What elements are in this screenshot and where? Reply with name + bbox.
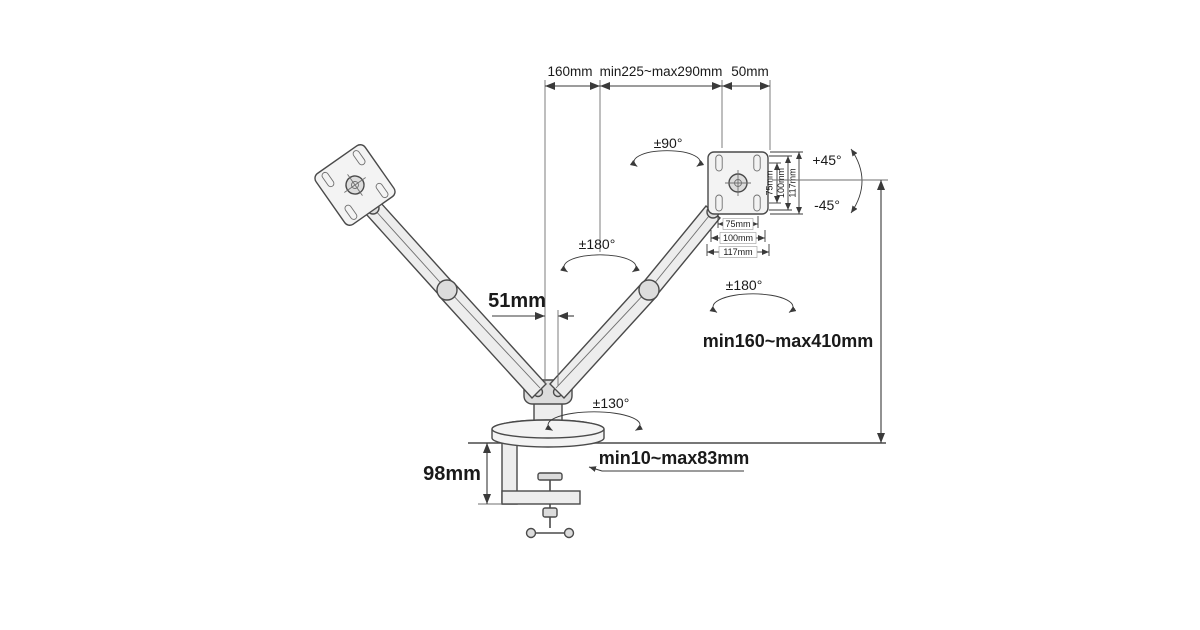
clamp-range-annotation: min10~max83mm — [588, 448, 750, 472]
left-plate-cross-v — [347, 174, 363, 196]
vesa-vertical-dimensions: 75mm 100mm 117mm — [765, 151, 803, 215]
angle-180-right-arc — [709, 293, 797, 313]
right-lower-segment — [549, 281, 657, 400]
top-dimensions: 160mm min225~max290mm 50mm — [544, 64, 771, 384]
right-arm — [549, 197, 727, 400]
left-arm — [356, 188, 547, 400]
right-plate-slot-br — [753, 194, 761, 212]
vesa-plate-left — [314, 144, 396, 226]
clamp-screw-collar — [542, 507, 558, 518]
dim-50-label: 50mm — [731, 64, 769, 79]
pole-offset-dimension: 51mm — [488, 290, 574, 386]
base-disc-top — [491, 419, 605, 439]
angle-90-label: ±90° — [654, 135, 683, 151]
clamp-range-label: min10~max83mm — [599, 448, 750, 468]
base-pole — [491, 379, 605, 448]
right-elbow-joint — [638, 279, 660, 301]
clamp-screw-pad — [537, 472, 563, 481]
left-plate-slot-tl — [321, 171, 335, 188]
angle-annotations: ±90° +45° -45° ±180° ±180° ±130° — [545, 135, 863, 431]
vesa-h117-label: 117mm — [723, 247, 752, 257]
vesa-h75-label: 75mm — [725, 219, 750, 229]
height-range-label: min160~max410mm — [703, 331, 874, 351]
right-upper-spring-line — [648, 210, 714, 291]
vesa-plate-right — [707, 151, 769, 215]
vesa-v117-label: 117mm — [788, 168, 798, 197]
angle-130-label: ±130° — [593, 395, 630, 411]
clamp-range-leader — [588, 466, 744, 472]
angle-130-arc — [545, 411, 643, 431]
dim-160-label: 160mm — [547, 64, 592, 79]
vesa-h100-box — [719, 232, 757, 244]
dim-51-label: 51mm — [488, 290, 546, 312]
clamp-handle-knob-left — [525, 527, 537, 539]
angle-minus45-label: -45° — [814, 197, 840, 213]
left-plate-slot-tr — [352, 150, 366, 166]
vesa-v100-label: 100mm — [776, 168, 786, 198]
left-upper-spring-line — [373, 208, 448, 291]
right-plate-slot-tl — [715, 154, 723, 172]
clamp-height-dimension: 98mm — [423, 443, 502, 505]
height-range-dimension: min160~max410mm — [703, 179, 888, 443]
vesa-h100-label: 100mm — [723, 233, 753, 243]
right-plate-slot-tr — [753, 154, 761, 172]
vesa-h117-box — [718, 246, 758, 258]
angle-plus45-label: +45° — [812, 152, 841, 168]
angle-180-left-label: ±180° — [579, 236, 616, 252]
right-lower-spring-line — [555, 291, 647, 389]
left-elbow-joint — [436, 279, 458, 301]
vesa-v75-label: 75mm — [765, 170, 775, 195]
angle-90-arc — [629, 150, 705, 167]
left-plate-slot-bl — [344, 204, 358, 220]
vesa-h75-box — [722, 218, 754, 230]
angle-180-right-label: ±180° — [726, 277, 763, 293]
clamp-bottom-jaw — [501, 490, 581, 505]
desk-clamp — [501, 442, 581, 539]
vesa-horizontal-dimensions: 75mm 100mm 117mm — [706, 216, 770, 258]
angle-180-left-arc — [560, 254, 640, 273]
clamp-height-label: 98mm — [423, 463, 481, 485]
right-plate-slot-bl — [715, 194, 723, 212]
clamp-handle-knob-right — [563, 527, 575, 539]
tilt-arc — [850, 148, 863, 214]
dim-225-290-label: min225~max290mm — [600, 64, 723, 79]
left-lower-spring-line — [449, 291, 541, 389]
left-plate-slot-br — [375, 182, 389, 199]
